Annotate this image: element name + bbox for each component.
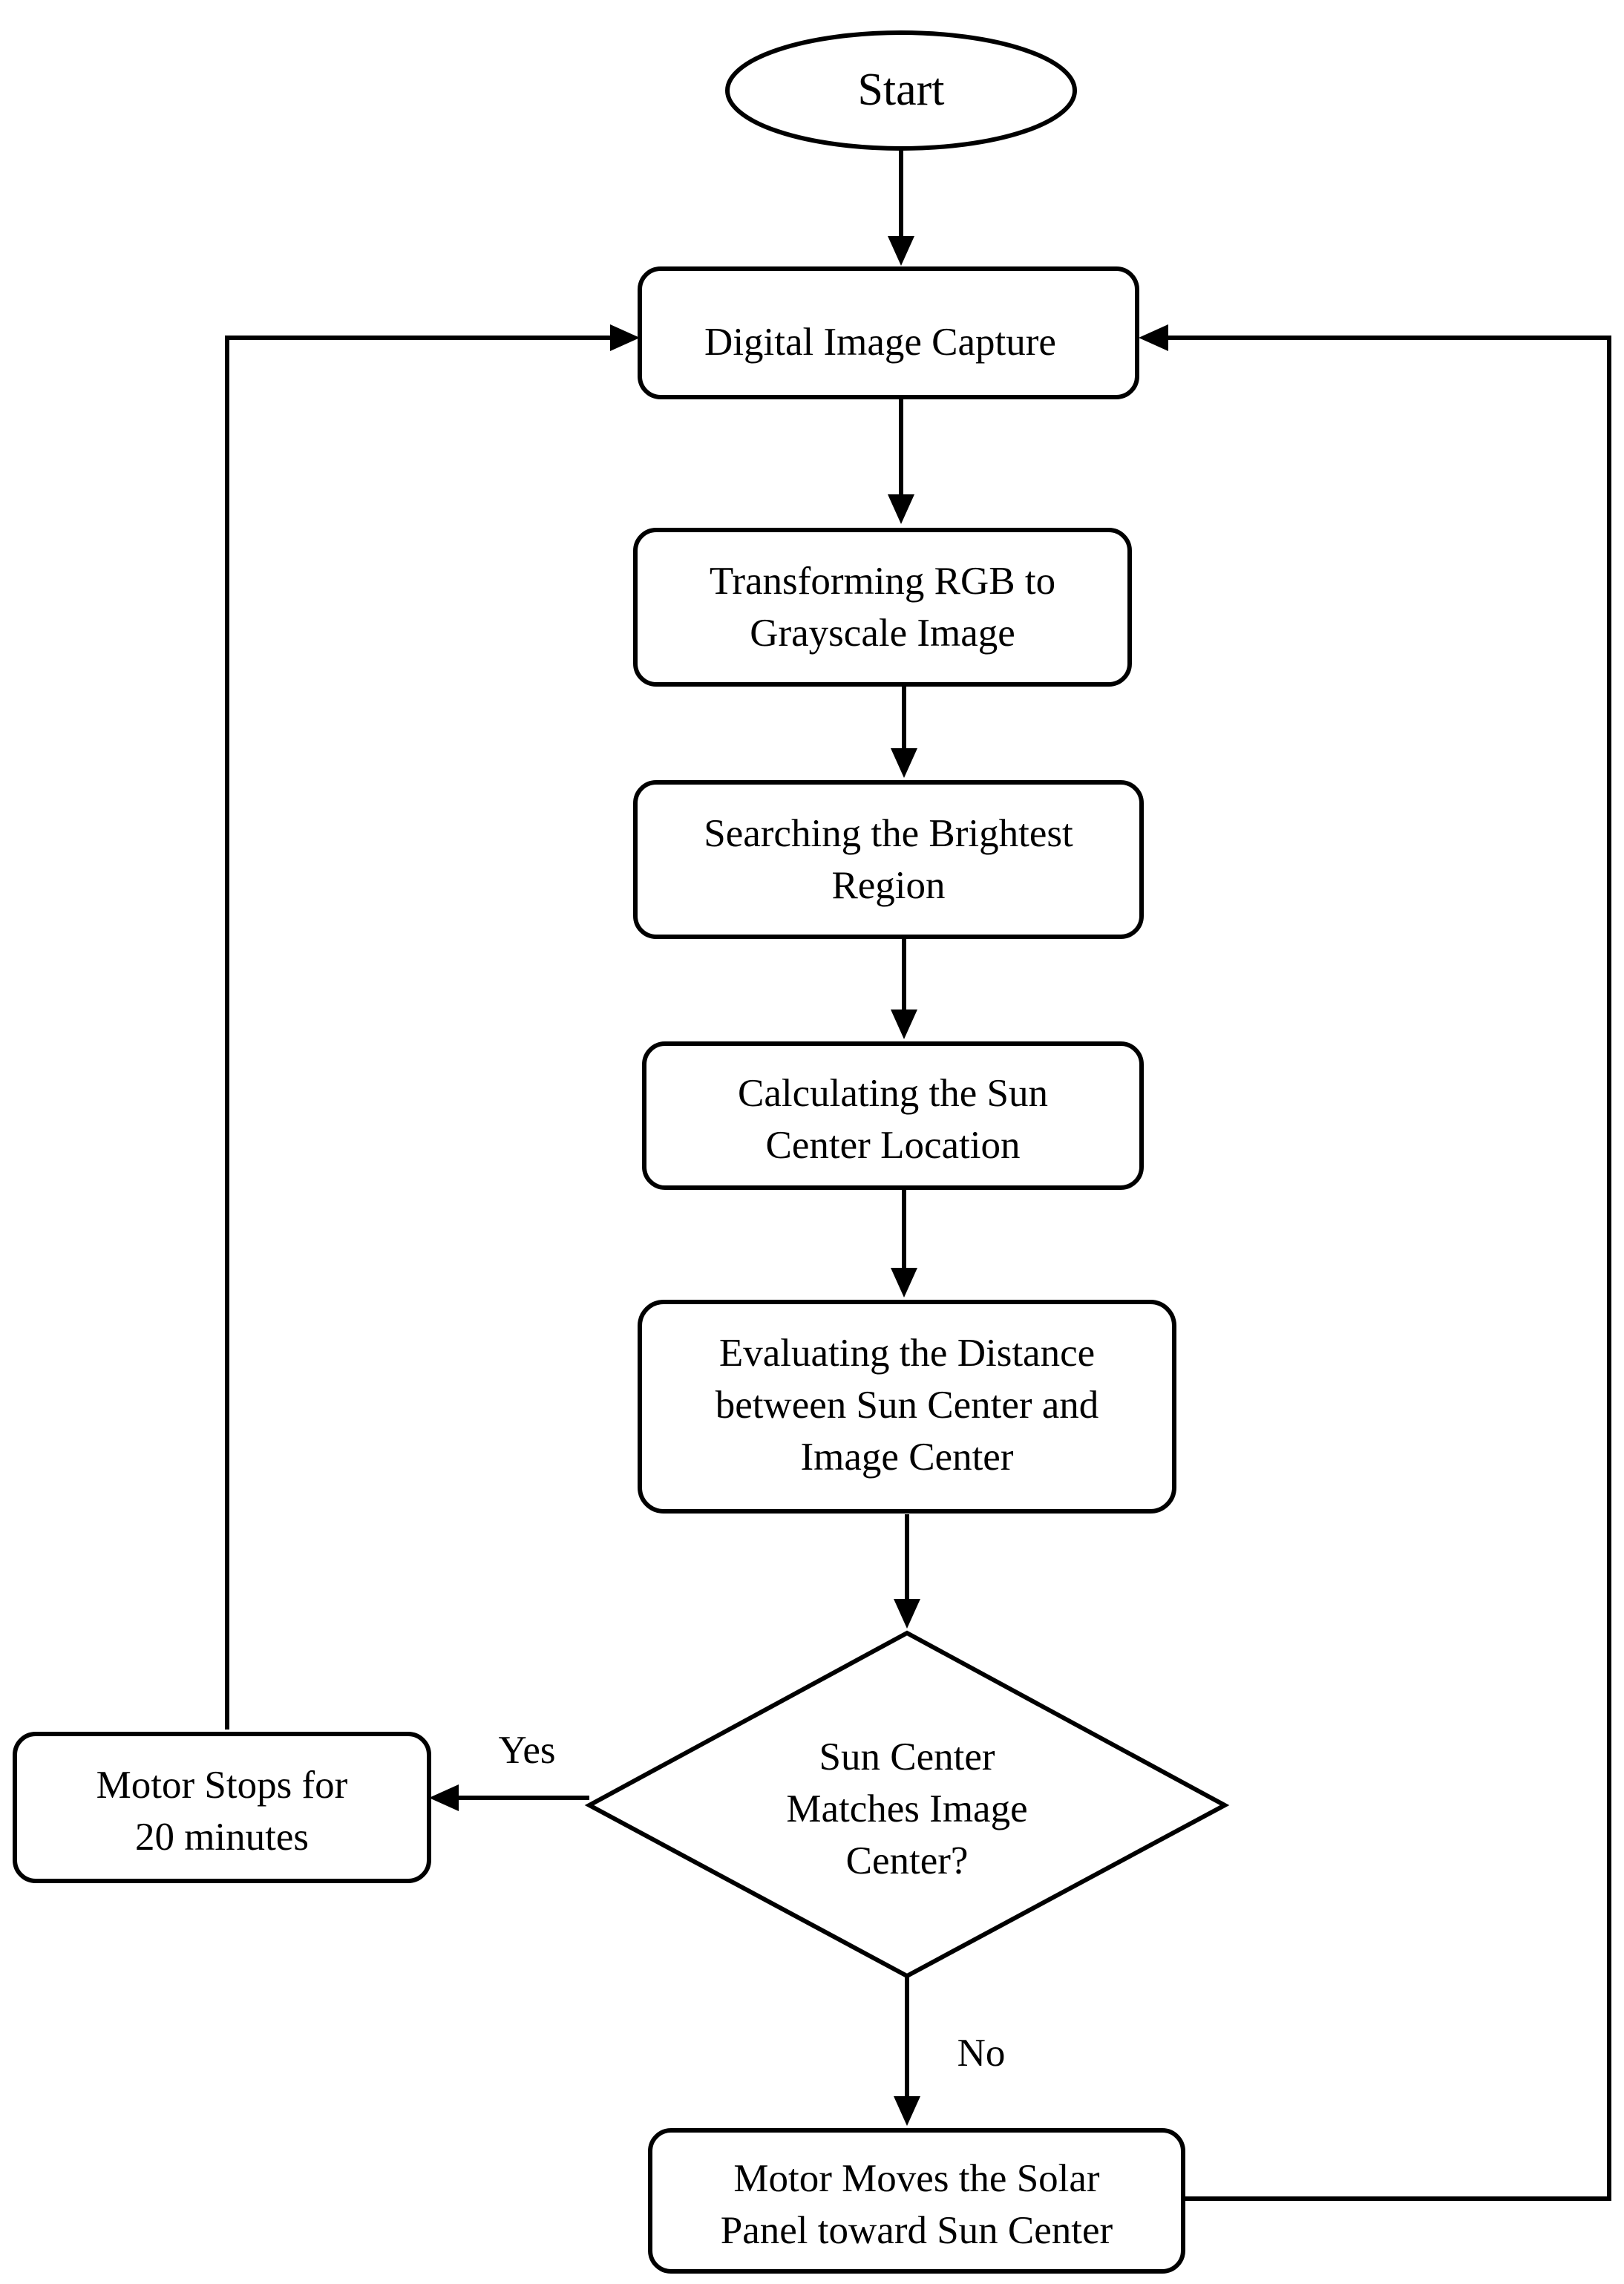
step-motor-moves-panel: Motor Moves the Solar Panel toward Sun C… — [648, 2128, 1185, 2274]
arrowhead-decision-to-stop — [429, 1784, 459, 1811]
step-label-line: Motor Stops for — [96, 1764, 348, 1807]
step-label-line: Region — [831, 864, 945, 907]
decision-sun-center-matches: Sun Center Matches Image Center? — [584, 1630, 1230, 1979]
step-label-line: Center Location — [766, 1124, 1021, 1167]
connectors — [225, 148, 1611, 2201]
arrowhead-move-loop-to-capture — [1139, 324, 1168, 351]
step-box — [633, 780, 1144, 939]
step-search-brightest-region: Searching the Brightest Region — [633, 780, 1144, 939]
step-box — [13, 1732, 431, 1883]
step-label-line: Transforming RGB to — [710, 560, 1055, 603]
step-label-line: Searching the Brightest — [704, 812, 1073, 855]
start-terminal: Start — [725, 30, 1077, 151]
step-transform-rgb-to-grayscale: Transforming RGB to Grayscale Image — [633, 528, 1132, 687]
decision-label-line: Center? — [846, 1839, 969, 1882]
arrowhead-decision-to-move — [894, 2096, 920, 2126]
arrowhead-stop-loop-to-capture — [610, 324, 640, 351]
arrowhead-capture-to-transform — [888, 494, 914, 524]
step-box — [648, 2128, 1185, 2274]
step-label-line: Motor Moves the Solar — [733, 2157, 1099, 2200]
arrowhead-start-to-capture — [888, 236, 914, 266]
step-label-line: Image Center — [801, 1436, 1014, 1479]
decision-diamond — [584, 1630, 1230, 1979]
step-digital-image-capture: Digital Image Capture — [638, 266, 1139, 399]
step-label-line: Grayscale Image — [750, 612, 1015, 655]
step-motor-stops: Motor Stops for 20 minutes — [13, 1732, 431, 1883]
arrowhead-evaluate-to-decision — [894, 1599, 920, 1629]
start-ellipse — [725, 30, 1077, 151]
decision-label-line: Sun Center — [819, 1735, 995, 1779]
arrow-stop-loop-to-capture — [225, 336, 610, 1730]
edge-label-no: No — [957, 2032, 1006, 2075]
step-label-line: between Sun Center and — [716, 1384, 1099, 1427]
arrowhead-transform-to-search — [891, 748, 917, 778]
step-box — [638, 1300, 1176, 1514]
start-label: Start — [857, 65, 944, 115]
step-label-line: 20 minutes — [135, 1816, 309, 1859]
step-label-line: Panel toward Sun Center — [721, 2209, 1113, 2252]
decision-label-line: Matches Image — [786, 1787, 1027, 1830]
arrowhead-calc-to-evaluate — [891, 1268, 917, 1298]
step-label-line: Calculating the Sun — [738, 1072, 1048, 1115]
step-label-line: Evaluating the Distance — [719, 1332, 1095, 1375]
arrow-move-loop-to-capture — [1168, 336, 1611, 2201]
edge-label-yes: Yes — [498, 1729, 555, 1772]
arrowhead-search-to-calc — [891, 1010, 917, 1039]
step-box — [638, 266, 1139, 399]
step-box — [633, 528, 1132, 687]
step-box — [642, 1041, 1144, 1190]
step-calculate-sun-center: Calculating the Sun Center Location — [642, 1041, 1144, 1190]
step-label-line: Digital Image Capture — [704, 321, 1056, 364]
step-evaluate-distance: Evaluating the Distance between Sun Cent… — [638, 1300, 1176, 1514]
